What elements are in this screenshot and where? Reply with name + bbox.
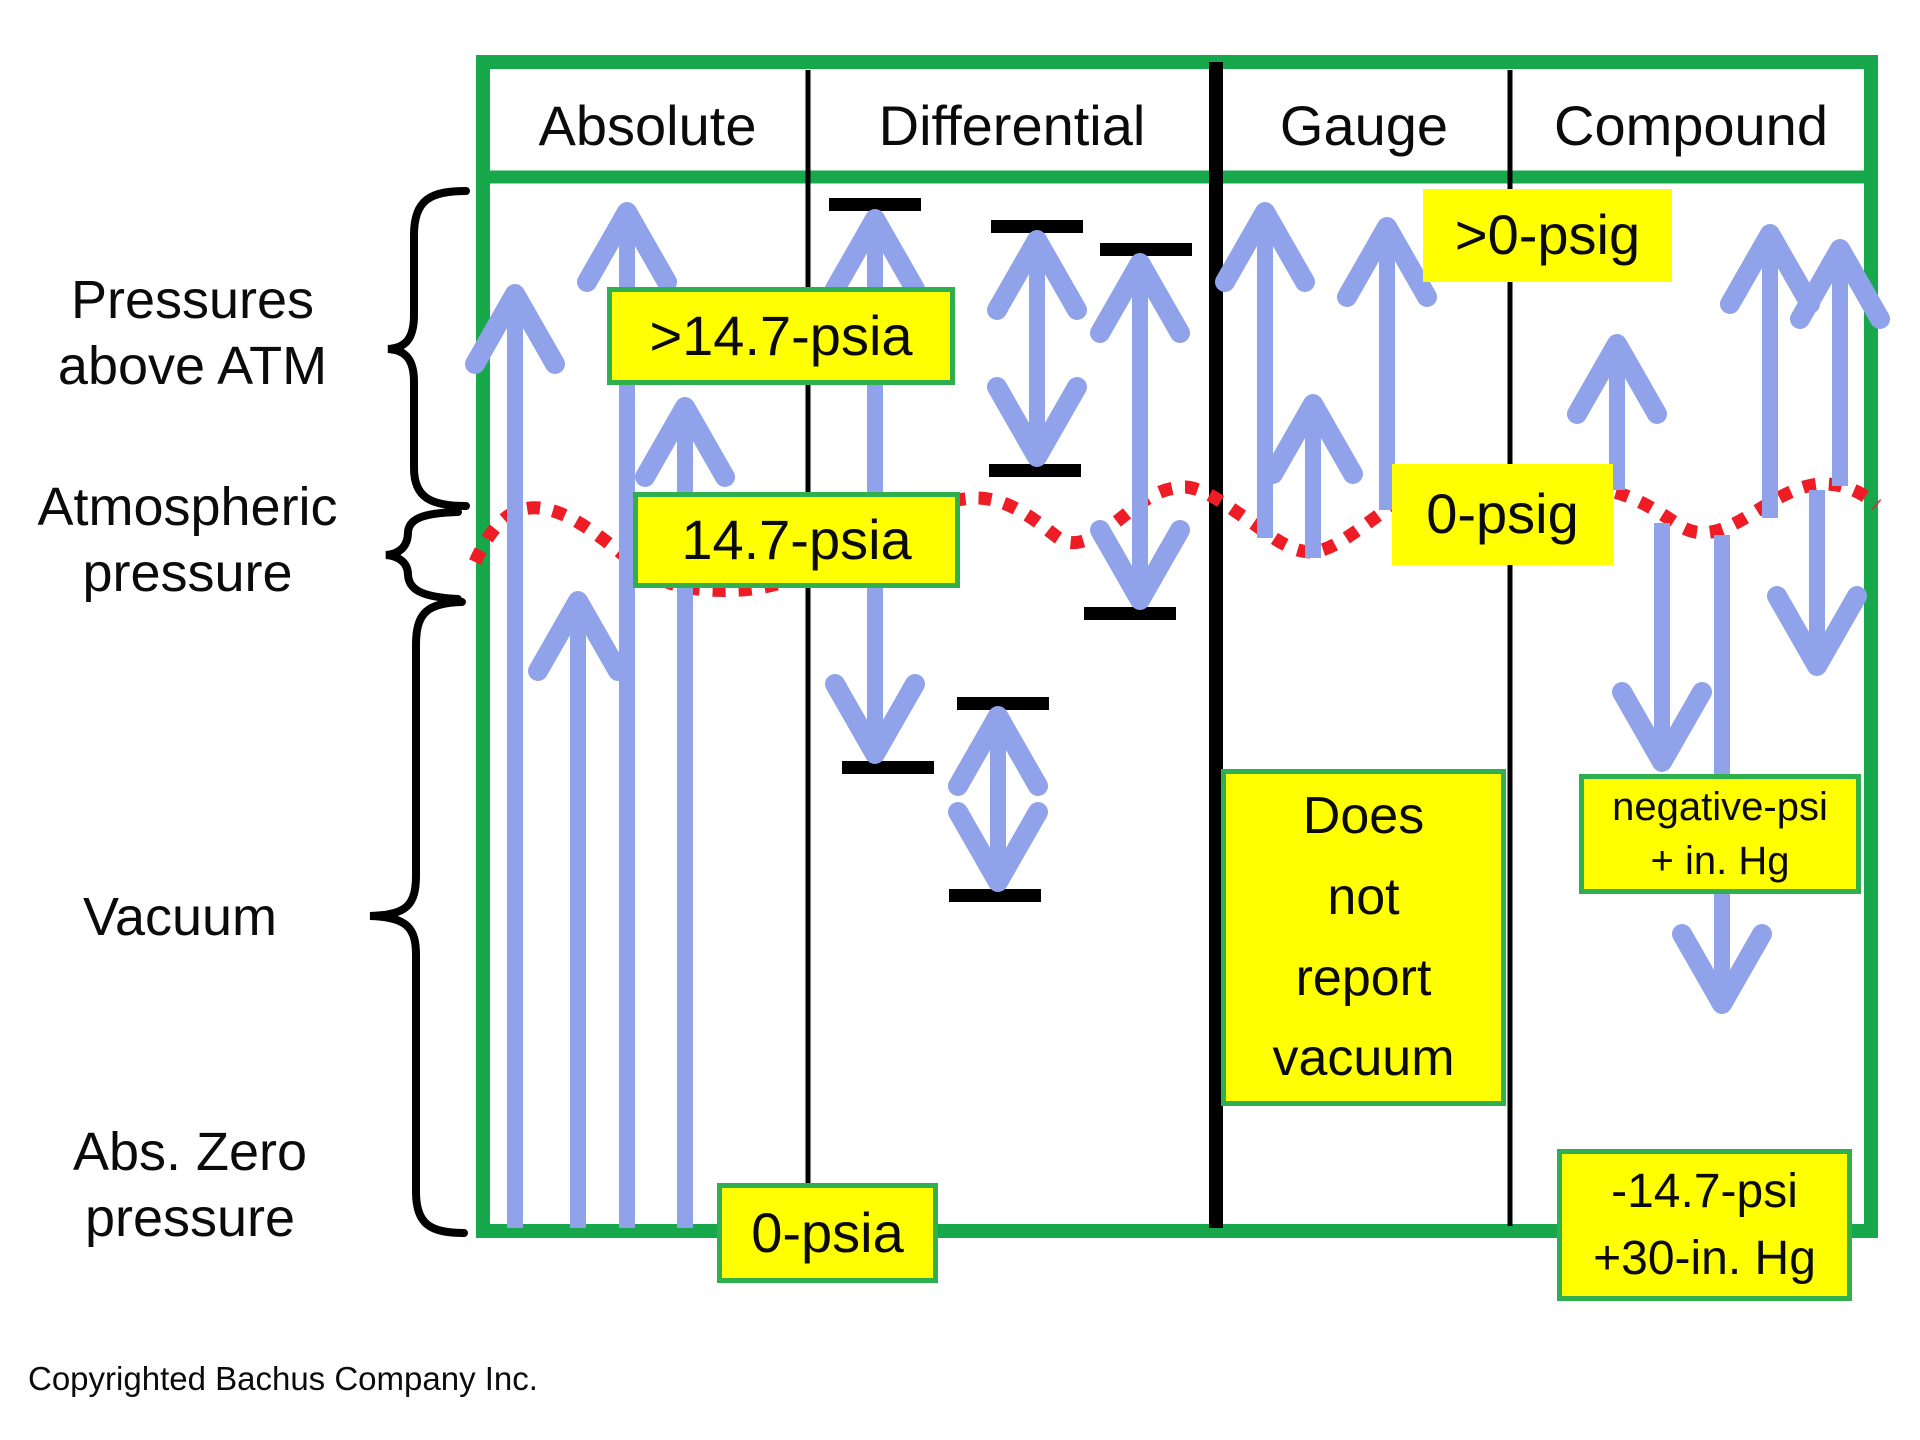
label-abs-zero-line1: Abs. Zero (72, 1122, 308, 1182)
note-box-gauge-no-vacuum: Does not report vacuum (1221, 769, 1506, 1106)
absolute-arrow-up-2 (528, 591, 628, 1228)
value-box-atm-psia: 14.7-psia (633, 492, 960, 588)
absolute-arrow-up-1 (465, 284, 565, 1228)
absolute-arrow-up-3 (577, 202, 677, 1228)
atmospheric-pressure-line (469, 471, 1882, 597)
value-atm-psia: 14.7-psia (681, 507, 912, 571)
compound-vacuum-line1: negative-psi (1612, 785, 1828, 829)
label-pressures-above-atm-line2: above ATM (57, 335, 328, 396)
column-header-differential-label: Differential (878, 93, 1146, 157)
reference-bar (991, 220, 1083, 233)
differential-double-arrow-2 (987, 230, 1087, 467)
column-header-compound: Compound (1512, 85, 1870, 165)
reference-bar (957, 697, 1049, 710)
reference-bar (842, 761, 934, 774)
compound-vacuum-line2: + in. Hg (1650, 839, 1790, 883)
gauge-arrow-up-1 (1215, 202, 1315, 538)
gauge-arrow-up-2 (1263, 394, 1363, 558)
compound-arrow-down-2 (1672, 535, 1772, 1014)
value-box-zero-psig: 0-psig (1392, 464, 1613, 565)
brace-vacuum (369, 598, 468, 1237)
column-header-gauge-label: Gauge (1279, 93, 1449, 157)
reference-bar (829, 198, 921, 211)
value-above-atm-psia: >14.7-psia (649, 303, 913, 367)
compound-arrow-down-3 (1767, 490, 1867, 676)
differential-reference-bars (829, 198, 1192, 902)
value-box-above-zero-psig: >0-psig (1423, 189, 1672, 282)
compound-arrow-up-3 (1790, 239, 1890, 486)
compound-full-vacuum-line1: -14.7-psi (1611, 1164, 1798, 1218)
gauge-note-line1: Does (1302, 787, 1425, 846)
reference-bar (1084, 607, 1176, 620)
column-header-gauge: Gauge (1220, 85, 1508, 165)
label-pressures-above-atm: Pressures above ATM (15, 268, 370, 400)
label-atmospheric-line1: Atmospheric (37, 477, 338, 537)
gauge-note-line2: not (1327, 867, 1400, 926)
brace-atmospheric-pressure (385, 508, 462, 603)
differential-double-arrow-4 (948, 706, 1048, 892)
value-box-above-atm-psia: >14.7-psia (607, 287, 955, 385)
label-pressures-above-atm-line1: Pressures (70, 270, 315, 330)
reference-bar (989, 464, 1081, 477)
gauge-note-line4: vacuum (1272, 1029, 1455, 1088)
label-vacuum-text: Vacuum (82, 887, 278, 947)
reference-bar (1100, 243, 1192, 256)
column-header-compound-label: Compound (1554, 93, 1828, 157)
column-header-absolute-label: Absolute (538, 93, 757, 157)
value-zero-psig: 0-psig (1426, 482, 1579, 546)
label-atmospheric-pressure: Atmospheric pressure (5, 475, 370, 607)
gauge-note-line3: report (1295, 948, 1432, 1007)
reference-bar (949, 889, 1041, 902)
copyright-notice: Copyrighted Bachus Company Inc. (28, 1360, 538, 1397)
value-box-compound-full-vacuum: -14.7-psi +30-in. Hg (1557, 1149, 1852, 1301)
column-header-differential: Differential (812, 85, 1212, 165)
label-abs-zero-pressure: Abs. Zero pressure (25, 1120, 355, 1252)
value-box-zero-psia: 0-psia (717, 1183, 938, 1283)
value-box-compound-vacuum: negative-psi + in. Hg (1579, 774, 1861, 894)
gauge-arrow-up-3 (1337, 217, 1437, 510)
compound-full-vacuum-line2: +30-in. Hg (1593, 1232, 1816, 1285)
column-header-absolute: Absolute (490, 85, 805, 165)
label-abs-zero-line2: pressure (84, 1187, 296, 1248)
compound-arrow-up-2 (1720, 224, 1820, 518)
compound-arrow-down-1 (1612, 523, 1712, 772)
brace-pressures-above-atm (387, 187, 470, 510)
differential-double-arrow-3 (1090, 253, 1190, 610)
value-zero-psia: 0-psia (751, 1200, 904, 1264)
label-vacuum: Vacuum (40, 885, 320, 951)
braces (369, 187, 470, 1237)
label-atmospheric-line2: pressure (82, 542, 293, 603)
value-above-zero-psig: >0-psig (1454, 203, 1641, 267)
compound-arrow-up-1 (1567, 334, 1667, 490)
